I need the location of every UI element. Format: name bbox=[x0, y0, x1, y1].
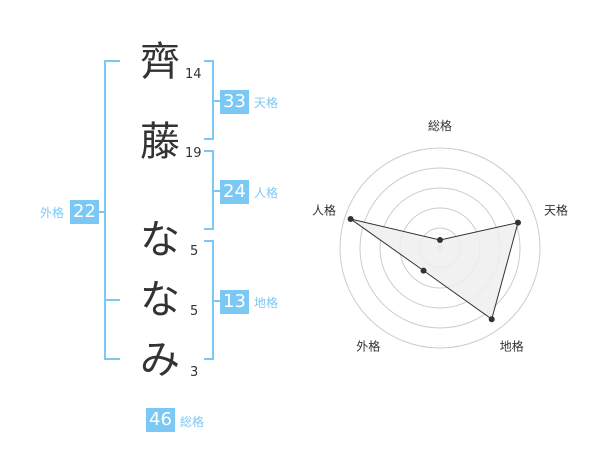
soukaku-value: 46 bbox=[146, 408, 175, 432]
radar-point-3 bbox=[488, 316, 495, 323]
radar-ring-4 bbox=[359, 167, 521, 329]
jinkaku-bracket-bottom bbox=[204, 228, 214, 230]
radar-axis-label-5: 人格 bbox=[312, 202, 336, 217]
jinkaku-bracket-line bbox=[212, 150, 214, 230]
jinkaku-bracket-top bbox=[204, 150, 214, 152]
chikaku-bracket-top bbox=[204, 240, 214, 242]
radar-axis-label-3: 地格 bbox=[500, 339, 524, 354]
name-char-1: 齊 bbox=[140, 39, 180, 85]
chikaku-bracket-line bbox=[212, 240, 214, 360]
chikaku-label: 地格 bbox=[254, 296, 279, 310]
tenkaku-value: 33 bbox=[220, 90, 249, 114]
stroke-count-5: 3 bbox=[190, 365, 199, 380]
radar-point-4 bbox=[420, 267, 427, 274]
jinkaku-connector bbox=[214, 190, 220, 192]
tenkaku-connector bbox=[214, 100, 220, 102]
stroke-count-1: 14 bbox=[185, 67, 202, 82]
radar-ring-5 bbox=[339, 147, 541, 349]
radar-axis-label-2: 天格 bbox=[544, 202, 568, 217]
radar-point-1 bbox=[437, 237, 443, 243]
gaikaku-bracket-top bbox=[104, 60, 120, 62]
gaikaku-bracket-bottom bbox=[104, 358, 120, 360]
soukaku-label: 総格 bbox=[180, 415, 205, 429]
radar-axis-label-4: 外格 bbox=[356, 339, 380, 354]
chikaku-bracket-bottom bbox=[204, 358, 214, 360]
jinkaku-value: 24 bbox=[220, 180, 249, 204]
radar-polygon bbox=[350, 218, 519, 321]
gaikaku-bracket-line bbox=[104, 60, 106, 360]
radar-axis-label-1: 総格 bbox=[428, 118, 452, 133]
stroke-count-2: 19 bbox=[185, 146, 202, 161]
tenkaku-bracket-top bbox=[204, 60, 214, 62]
chikaku-connector bbox=[214, 300, 220, 302]
tenkaku-label: 天格 bbox=[254, 96, 279, 110]
gaikaku-value: 22 bbox=[70, 200, 99, 224]
radar-point-2 bbox=[514, 219, 521, 226]
name-char-2: 藤 bbox=[140, 119, 180, 165]
tenkaku-bracket-line bbox=[212, 60, 214, 140]
radar-point-5 bbox=[347, 215, 354, 222]
stroke-count-3: 5 bbox=[190, 244, 199, 259]
stroke-count-4: 5 bbox=[190, 304, 199, 319]
gaikaku-connector bbox=[98, 211, 104, 213]
tenkaku-bracket-bottom bbox=[204, 138, 214, 140]
gaikaku-label: 外格 bbox=[40, 206, 65, 220]
name-char-3: な bbox=[140, 217, 180, 263]
name-char-4: な bbox=[140, 277, 180, 323]
chikaku-value: 13 bbox=[220, 290, 249, 314]
gaikaku-bracket-mid bbox=[104, 299, 120, 301]
jinkaku-label: 人格 bbox=[254, 186, 279, 200]
name-char-5: み bbox=[140, 337, 180, 383]
